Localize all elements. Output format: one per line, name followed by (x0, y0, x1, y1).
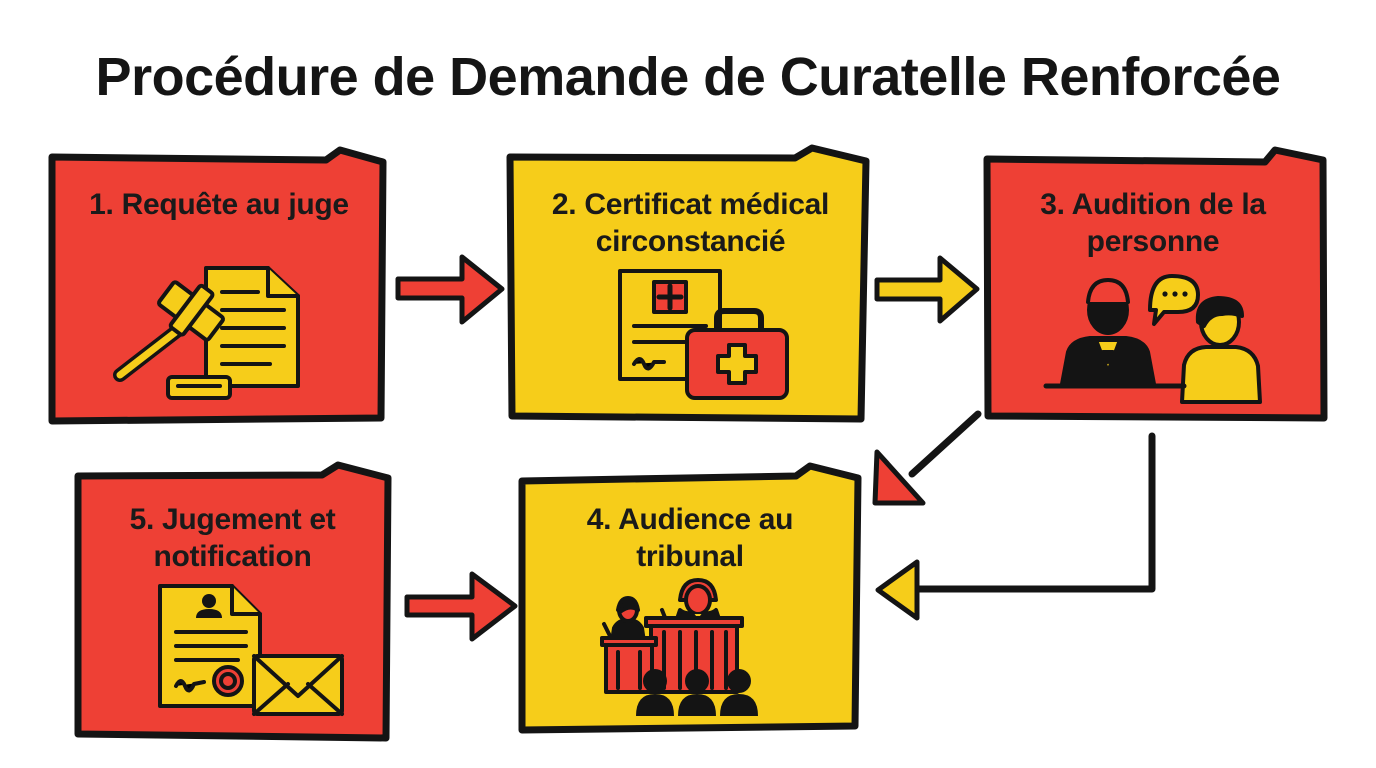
arrow-step1-to-step2 (395, 254, 505, 325)
gavel-document-icon (113, 266, 300, 400)
courtroom-icon (600, 578, 758, 716)
medical-certificate-icon (618, 269, 789, 400)
arrow-step3-to-step4-elbow (875, 432, 1156, 621)
arrow-step5-to-step4 (404, 571, 518, 642)
step-4-label: 4. Audience au tribunal (586, 503, 794, 573)
step-3-label: 3. Audition de la personne (1040, 188, 1266, 258)
arrow-step2-to-step3 (874, 255, 980, 324)
hearing-interview-icon (1043, 274, 1262, 404)
judgment-envelope-icon (158, 584, 344, 716)
step-2-label: 2. Certificat médical circonstancié (551, 188, 830, 258)
step-1-label: 1. Requête au juge (89, 188, 349, 221)
step-5-label: 5. Jugement et notification (129, 503, 336, 573)
diagram-title: Procédure de Demande de Curatelle Renfor… (95, 47, 1281, 107)
arrow-step3-to-step4-diagonal (872, 410, 982, 506)
